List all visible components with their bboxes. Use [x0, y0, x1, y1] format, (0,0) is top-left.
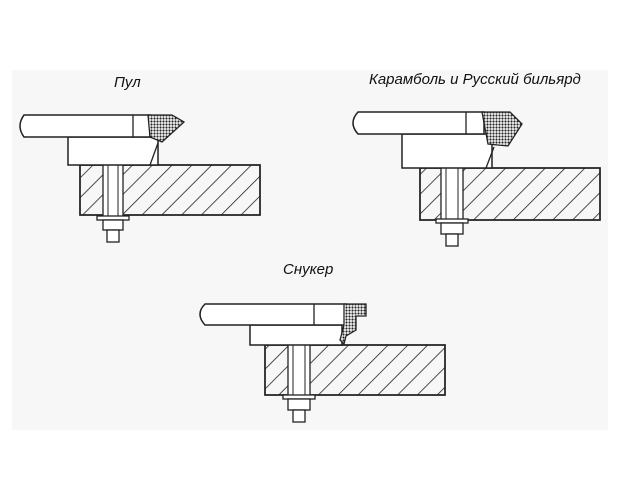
snooker-rail — [199, 303, 347, 346]
pool-profile — [19, 114, 261, 243]
snooker-profile — [199, 303, 446, 423]
snooker-bolt — [282, 342, 316, 423]
carom-russian-label: Карамболь и Русский бильярд — [369, 71, 581, 88]
pool-label: Пул — [114, 74, 141, 91]
snooker-label: Снукер — [283, 261, 334, 278]
snooker-rubber-cushion — [339, 303, 367, 346]
pool-rail — [19, 114, 159, 166]
carom-profile — [352, 111, 601, 247]
carom-rail — [352, 111, 495, 169]
pool-rubber-cushion — [147, 114, 186, 143]
carom-bolt — [435, 165, 469, 247]
carom-rubber-cushion — [481, 111, 523, 147]
